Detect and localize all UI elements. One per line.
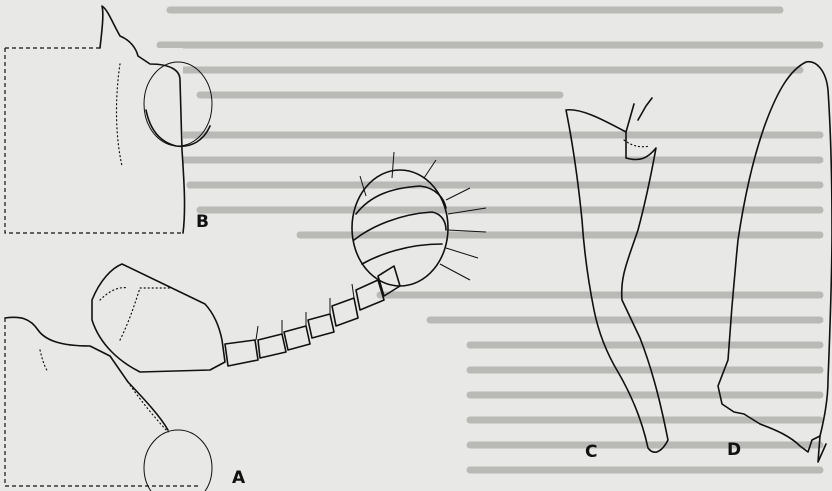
figure-label-b: B	[196, 212, 209, 232]
figure-c-mandible	[566, 98, 668, 452]
compound-eye-a	[144, 430, 212, 491]
figure-label-c: C	[585, 442, 597, 462]
figure-d-mandible	[718, 62, 832, 462]
figure-label-d: D	[727, 440, 741, 460]
figure-label-a: A	[232, 468, 245, 488]
figure-b-head	[5, 6, 212, 234]
